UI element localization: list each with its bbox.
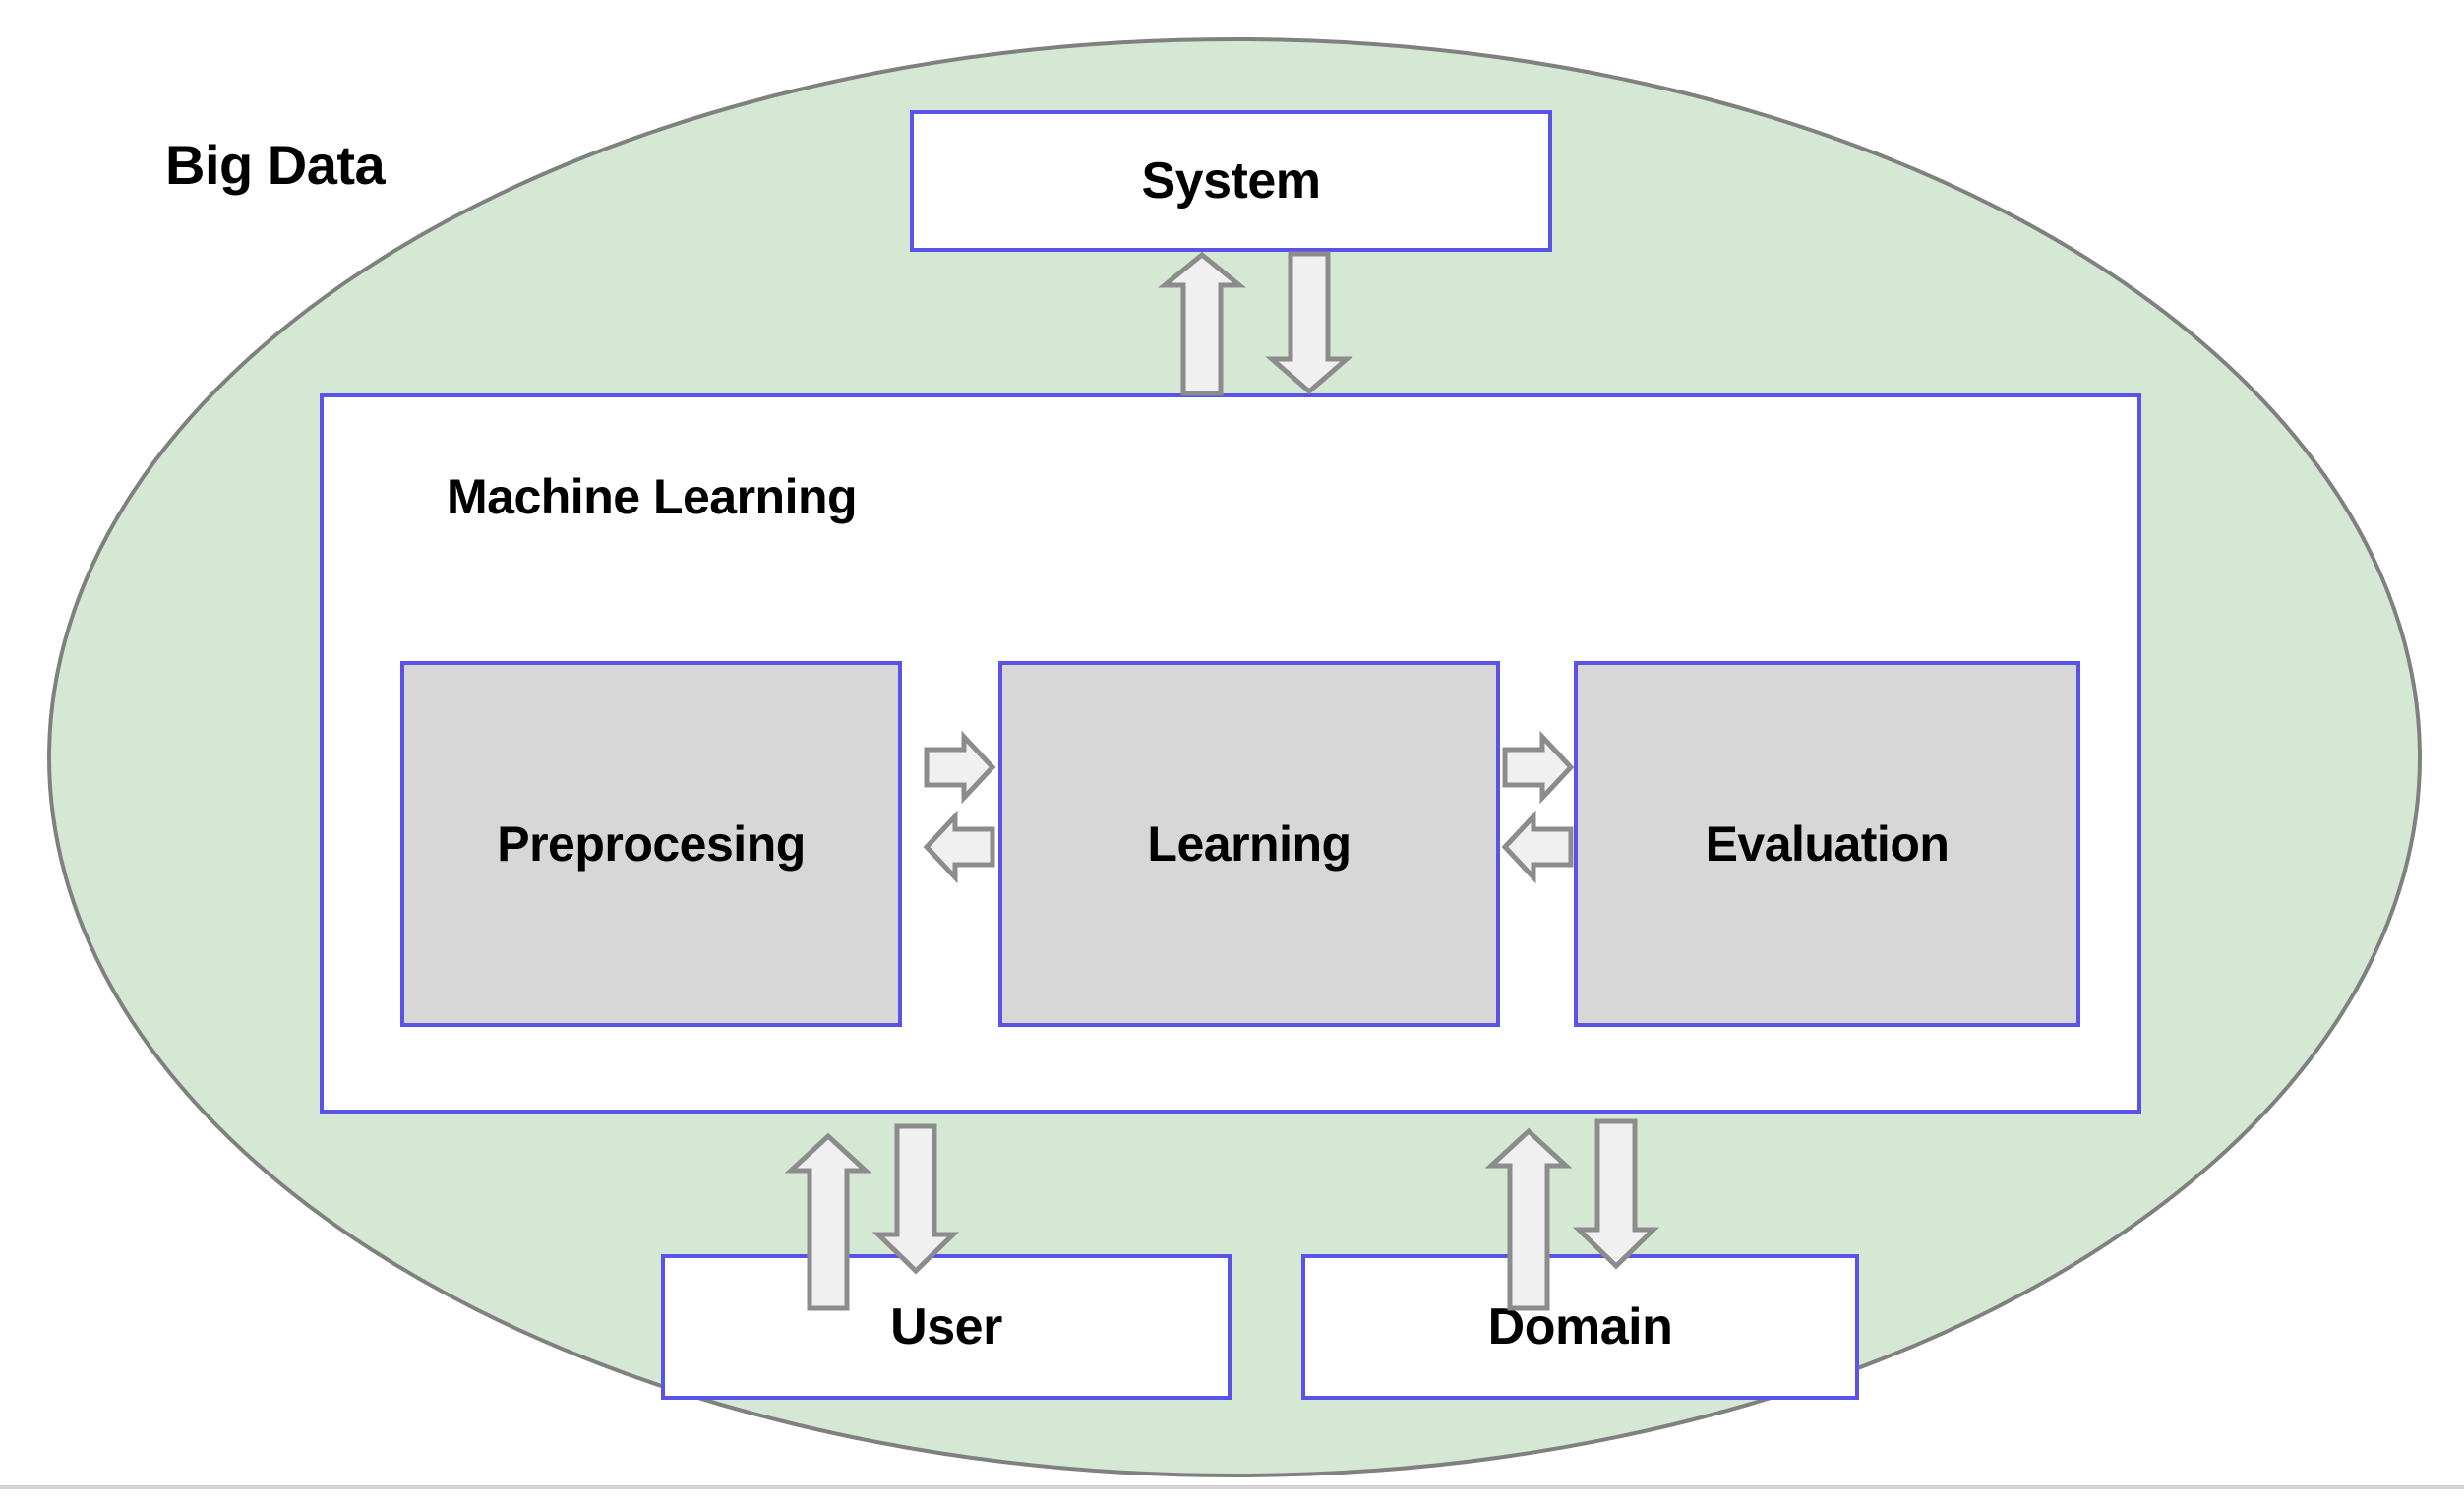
system-label: System [1141,152,1322,210]
evaluation-label: Evaluation [1705,816,1950,872]
domain-label: Domain [1487,1298,1673,1355]
machine-learning-label: Machine Learning [447,469,858,524]
user-label: User [890,1298,1002,1355]
user-box[interactable]: User [661,1254,1232,1400]
big-data-label: Big Data [165,134,386,196]
learning-box[interactable]: Learning [998,661,1500,1027]
domain-box[interactable]: Domain [1301,1254,1859,1400]
preprocessing-label: Preprocesing [497,816,806,872]
learning-label: Learning [1147,816,1352,872]
preprocessing-box[interactable]: Preprocesing [400,661,902,1027]
system-box[interactable]: System [910,110,1552,252]
evaluation-box[interactable]: Evaluation [1574,661,2080,1027]
